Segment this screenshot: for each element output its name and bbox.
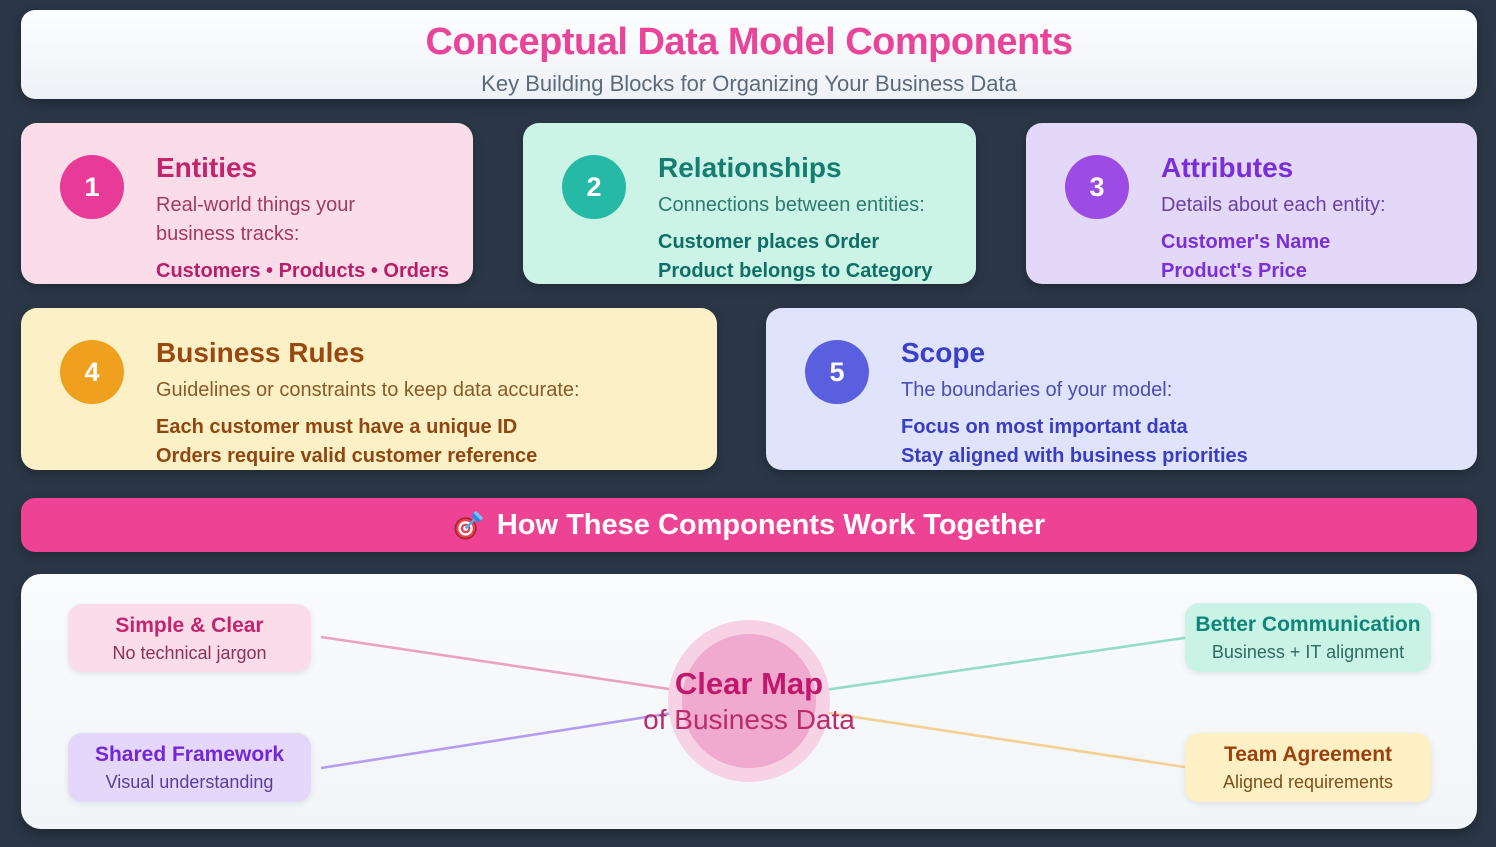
card-relationships-examples: Customer places Order Product belongs to… [658, 228, 932, 286]
card-attributes-description: Details about each entity: [1161, 191, 1386, 220]
card-scope-content: Scope The boundaries of your model: Focu… [901, 324, 1248, 470]
example-line: Customers • Products • Orders [156, 260, 449, 282]
benefit-title: Shared Framework [94, 743, 285, 766]
card-business-rules-examples: Each customer must have a unique ID Orde… [156, 413, 580, 471]
description-line: business tracks: [156, 223, 300, 245]
benefit-subtitle: Visual understanding [105, 772, 274, 792]
description-line: The boundaries of your model: [901, 379, 1173, 401]
card-scope-examples: Focus on most important data Stay aligne… [901, 413, 1248, 471]
card-scope-description: The boundaries of your model: [901, 376, 1248, 405]
center-node-inner: Clear Map of Business Data [643, 634, 855, 768]
benefit-title: Team Agreement [1223, 743, 1393, 766]
section-banner: How These Components Work Together [21, 498, 1477, 552]
card-relationships: 2 Relationships Connections between enti… [523, 123, 976, 284]
center-node-title: Clear Map [674, 666, 824, 701]
card-business-rules-description: Guidelines or constraints to keep data a… [156, 376, 580, 405]
description-line: Connections between entities: [658, 194, 925, 216]
benefit-better-communication: Better Communication Business + IT align… [1185, 603, 1431, 672]
card-entities: 1 Entities Real-world things your busine… [21, 123, 473, 284]
example-line: Orders require valid customer reference [156, 445, 538, 467]
how-it-works-panel: Simple & Clear No technical jargon Bette… [21, 574, 1477, 829]
step-3-badge: 3 [1065, 155, 1129, 219]
center-node-subtitle: of Business Data [643, 704, 855, 735]
card-scope-title: Scope [901, 337, 986, 368]
example-line: Product belongs to Category [658, 260, 933, 282]
benefit-subtitle: Business + IT alignment [1211, 642, 1405, 662]
card-entities-title: Entities [156, 152, 258, 183]
step-4-badge: 4 [60, 340, 124, 404]
card-business-rules-title: Business Rules [156, 337, 365, 368]
benefit-title: Better Communication [1195, 613, 1421, 636]
example-line: Focus on most important data [901, 416, 1188, 438]
page-title: Conceptual Data Model Components [425, 21, 1073, 63]
benefit-team-agreement: Team Agreement Aligned requirements [1185, 733, 1431, 802]
description-line: Guidelines or constraints to keep data a… [156, 379, 580, 401]
card-attributes-title: Attributes [1161, 152, 1294, 183]
step-5-badge: 5 [805, 340, 869, 404]
step-1-badge: 1 [60, 155, 124, 219]
section-banner-label: How These Components Work Together [496, 508, 1046, 541]
benefit-subtitle: Aligned requirements [1222, 772, 1394, 792]
benefit-shared-framework: Shared Framework Visual understanding [68, 733, 311, 802]
center-node: Clear Map of Business Data [643, 620, 855, 782]
card-relationships-content: Relationships Connections between entiti… [658, 139, 932, 284]
card-relationships-title: Relationships [658, 152, 842, 183]
card-business-rules-content: Business Rules Guidelines or constraints… [156, 324, 580, 470]
description-line: Real-world things your [156, 194, 355, 216]
description-line: Details about each entity: [1161, 194, 1386, 216]
header-card: Conceptual Data Model Components Key Bui… [21, 10, 1477, 99]
step-2-badge: 2 [562, 155, 626, 219]
benefit-title: Simple & Clear [115, 614, 264, 637]
card-relationships-description: Connections between entities: [658, 191, 932, 220]
benefit-subtitle: No technical jargon [112, 643, 267, 663]
card-attributes-content: Attributes Details about each entity: Cu… [1161, 139, 1386, 284]
example-line: Stay aligned with business priorities [901, 445, 1248, 467]
card-attributes-examples: Customer's Name Product's Price [1161, 228, 1386, 286]
card-entities-description: Real-world things your business tracks: [156, 191, 449, 249]
card-attributes: 3 Attributes Details about each entity: … [1026, 123, 1477, 284]
example-line: Product's Price [1161, 260, 1307, 282]
card-scope: 5 Scope The boundaries of your model: Fo… [766, 308, 1477, 470]
target-icon [454, 510, 483, 540]
example-line: Each customer must have a unique ID [156, 416, 518, 438]
example-line: Customer's Name [1161, 231, 1331, 253]
benefit-simple-clear: Simple & Clear No technical jargon [68, 604, 311, 672]
card-entities-examples: Customers • Products • Orders [156, 257, 449, 286]
example-line: Customer places Order [658, 231, 880, 253]
card-entities-content: Entities Real-world things your business… [156, 139, 449, 284]
page-subtitle: Key Building Blocks for Organizing Your … [481, 71, 1017, 96]
card-business-rules: 4 Business Rules Guidelines or constrain… [21, 308, 717, 470]
